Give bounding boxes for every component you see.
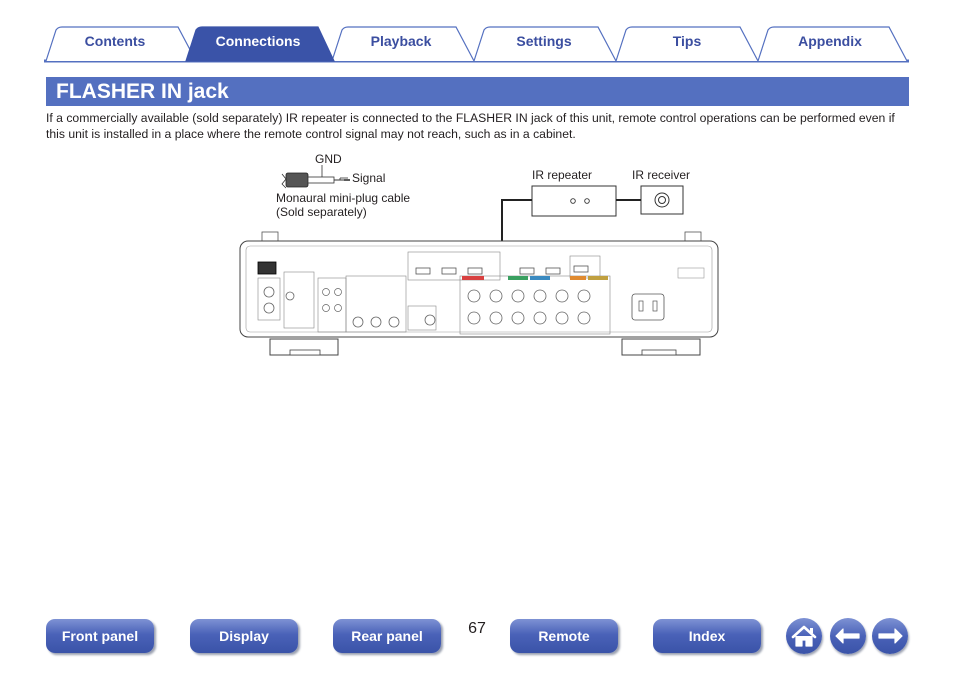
cable-label-line2: (Sold separately) [276, 205, 367, 219]
tab-tips[interactable]: Tips [672, 33, 702, 49]
page-number: 67 [468, 620, 486, 637]
mini-plug-cable [281, 165, 350, 189]
ir-repeater-label: IR repeater [532, 168, 593, 182]
home-button[interactable] [786, 618, 822, 654]
tab-contents[interactable]: Contents [84, 33, 146, 49]
display-button[interactable]: Display [190, 619, 298, 653]
page-title: FLASHER IN jack [56, 80, 229, 103]
connection-diagram: GND Signal Monaural mini-plug cable (Sol… [230, 148, 730, 363]
remote-button[interactable]: Remote [510, 619, 618, 653]
rear-panel-illustration [239, 165, 719, 356]
tab-settings[interactable]: Settings [516, 33, 572, 49]
arrow-right-icon [878, 628, 903, 644]
gnd-label: GND [315, 152, 342, 166]
ir-receiver-label: IR receiver [632, 168, 691, 182]
front-panel-button[interactable]: Front panel [46, 619, 154, 653]
index-button[interactable]: Index [653, 619, 761, 653]
back-button[interactable] [830, 618, 866, 654]
top-tab-bar: Contents Connections Playback Settings T… [0, 0, 954, 64]
tab-appendix[interactable]: Appendix [798, 33, 862, 49]
home-icon [791, 625, 817, 647]
section-header-bar: FLASHER IN jack [46, 77, 909, 106]
signal-label: Signal [352, 171, 386, 185]
tab-playback[interactable]: Playback [370, 33, 432, 49]
forward-button[interactable] [872, 618, 908, 654]
cable-label-line1: Monaural mini-plug cable [276, 191, 411, 205]
tab-connections[interactable]: Connections [215, 33, 301, 49]
arrow-left-icon [835, 628, 860, 644]
rear-panel-button[interactable]: Rear panel [333, 619, 441, 653]
receiver-unit [239, 231, 719, 356]
section-description: If a commercially available (sold separa… [46, 111, 895, 141]
tab-bar-outline [44, 26, 909, 63]
